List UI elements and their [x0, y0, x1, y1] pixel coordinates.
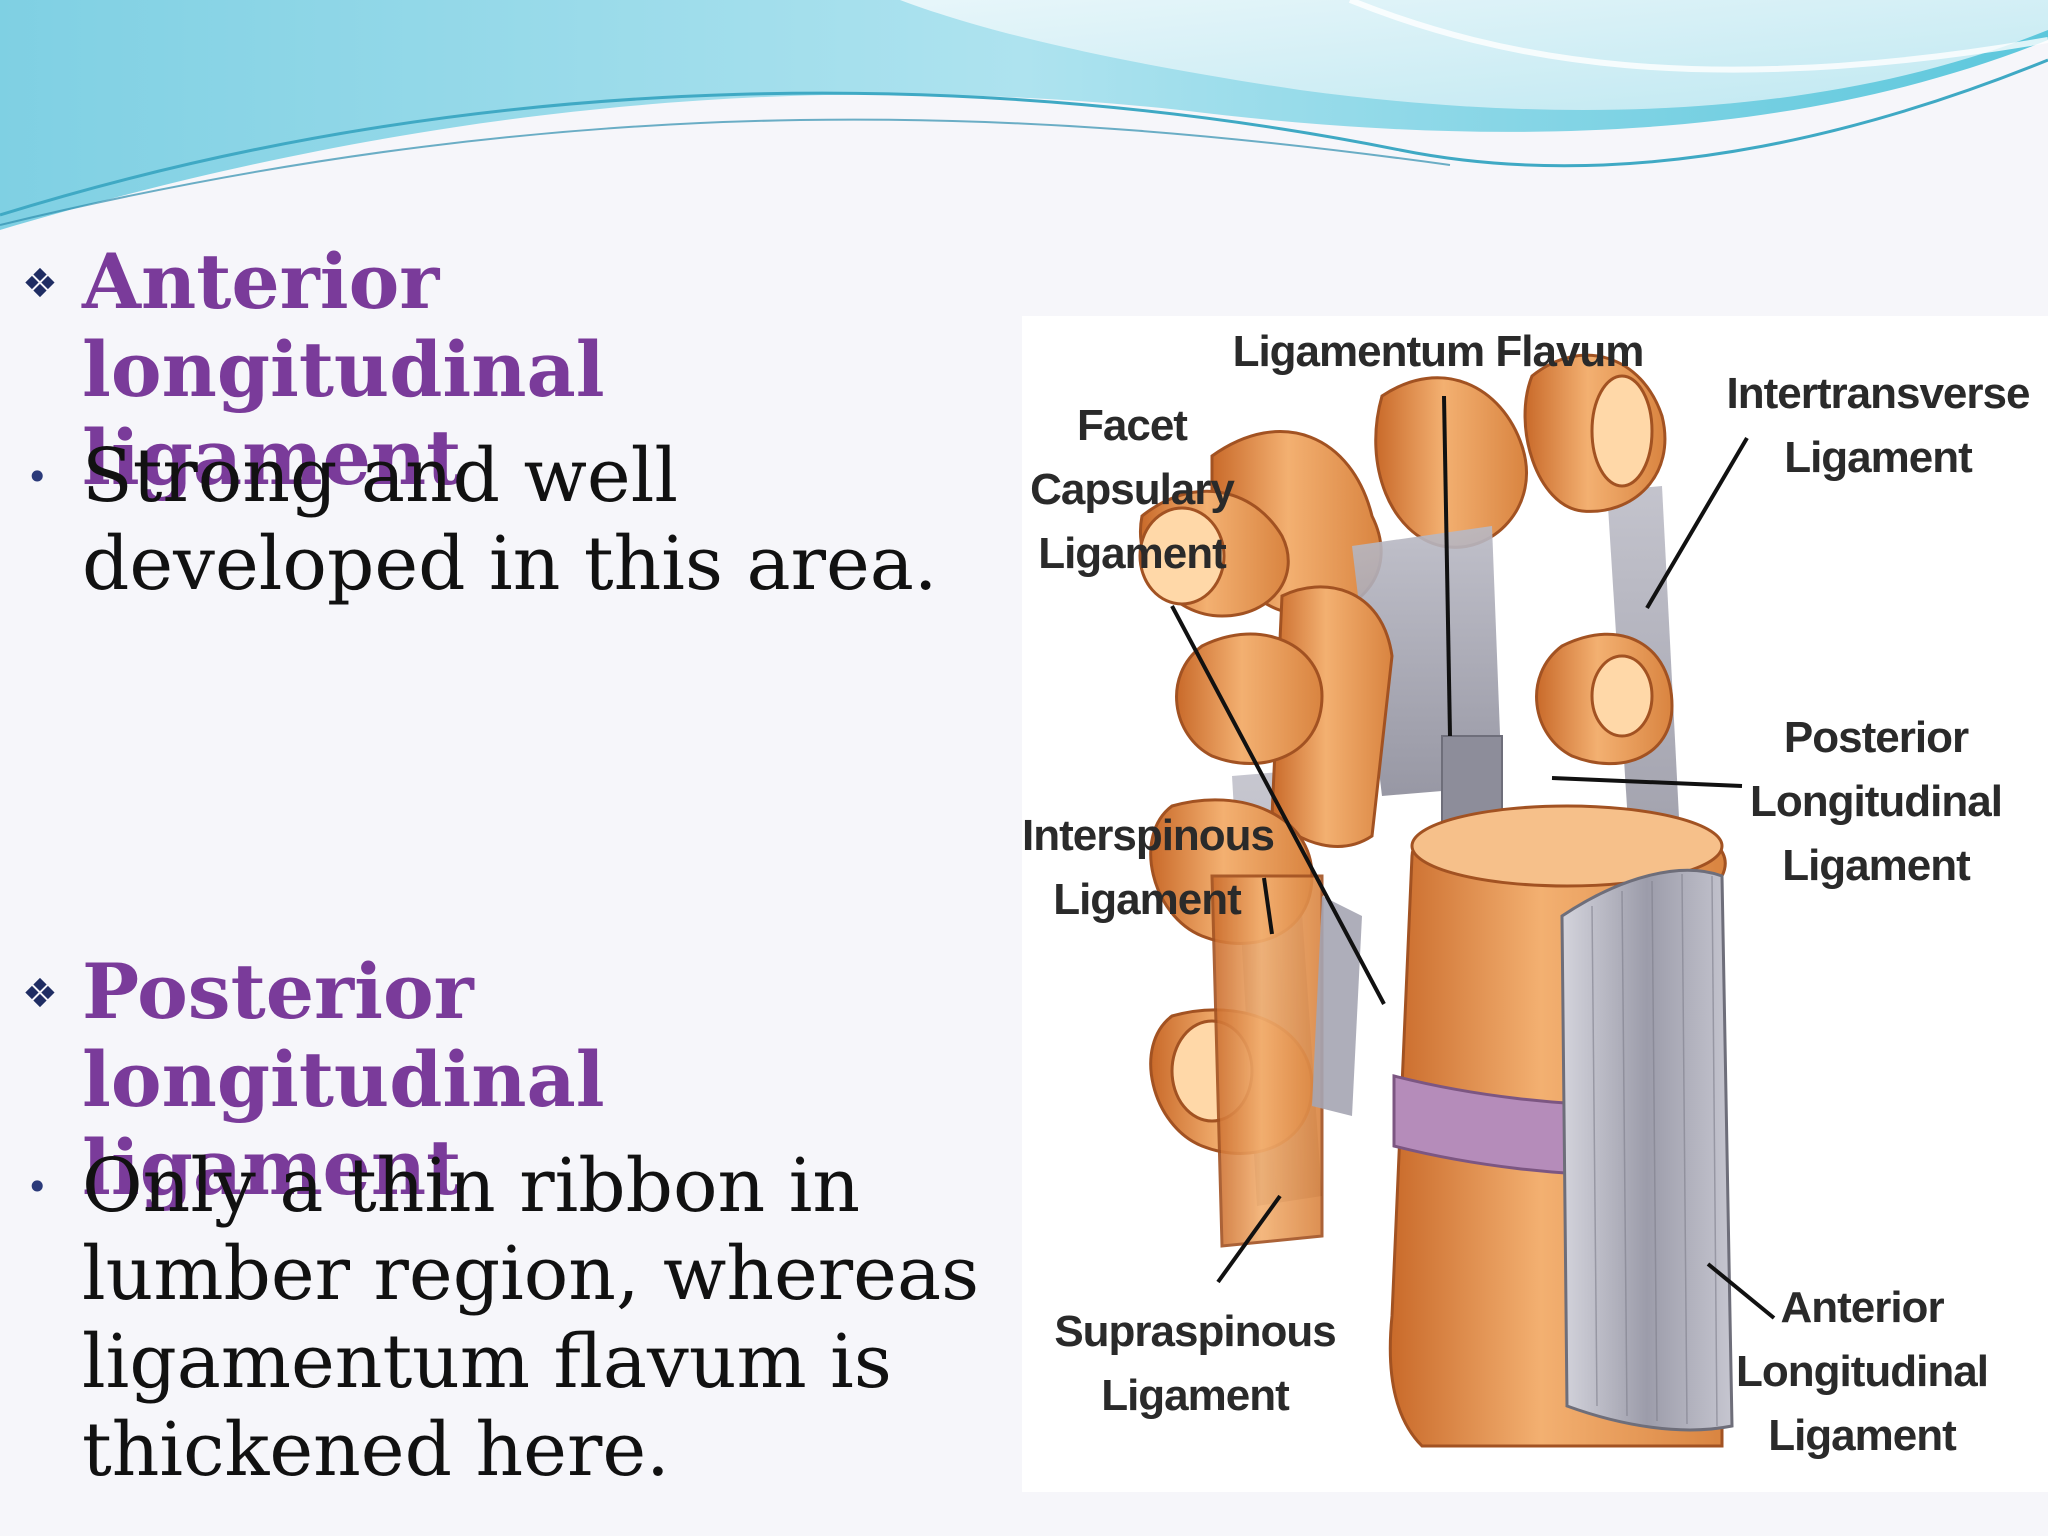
header-wave-decoration	[0, 0, 2048, 230]
label-interspinous: Interspinous Ligament	[1022, 811, 1275, 924]
label-facet-capsulary: Facet Capsulary Ligament	[1030, 401, 1235, 578]
label-anterior-longitudinal: Anterior Longitudinal Ligament	[1736, 1283, 1989, 1460]
label-intertransverse: Intertransverse Ligament	[1726, 369, 2031, 482]
spine-ligaments-figure: Ligamentum Flavum Facet Capsulary Ligame…	[1022, 316, 2048, 1492]
dot-bullet-icon: •	[26, 1165, 49, 1209]
point-row-posterior: • Only a thin ribbon in lumber region, w…	[22, 1142, 1042, 1494]
ligamentum-flavum-shape	[1352, 526, 1502, 796]
point-anterior: Strong and well developed in this area.	[82, 433, 938, 607]
heading-anterior: Anterior longitudinal ligament	[82, 237, 605, 502]
heading-posterior: Posterior longitudinal ligament	[82, 947, 605, 1212]
diamond-bullet-icon: ❖	[22, 261, 58, 307]
dot-bullet-icon: •	[26, 455, 49, 499]
leader-lines	[1170, 395, 1776, 1320]
label-supraspinous: Supraspinous Ligament	[1054, 1307, 1336, 1420]
label-posterior-longitudinal: Posterior Longitudinal Ligament	[1750, 713, 2003, 890]
point-posterior: Only a thin ribbon in lumber region, whe…	[82, 1143, 980, 1493]
point-row-anterior: • Strong and well developed in this area…	[22, 432, 1042, 608]
spine-illustration	[1138, 353, 1776, 1448]
diamond-bullet-icon: ❖	[22, 971, 58, 1017]
heading-row-posterior: ❖ Posterior longitudinal ligament	[22, 948, 982, 1212]
heading-row-anterior: ❖ Anterior longitudinal ligament	[22, 238, 982, 502]
label-ligamentum-flavum: Ligamentum Flavum	[1232, 327, 1645, 376]
anterior-longitudinal-ligament-shape	[1560, 868, 1734, 1432]
